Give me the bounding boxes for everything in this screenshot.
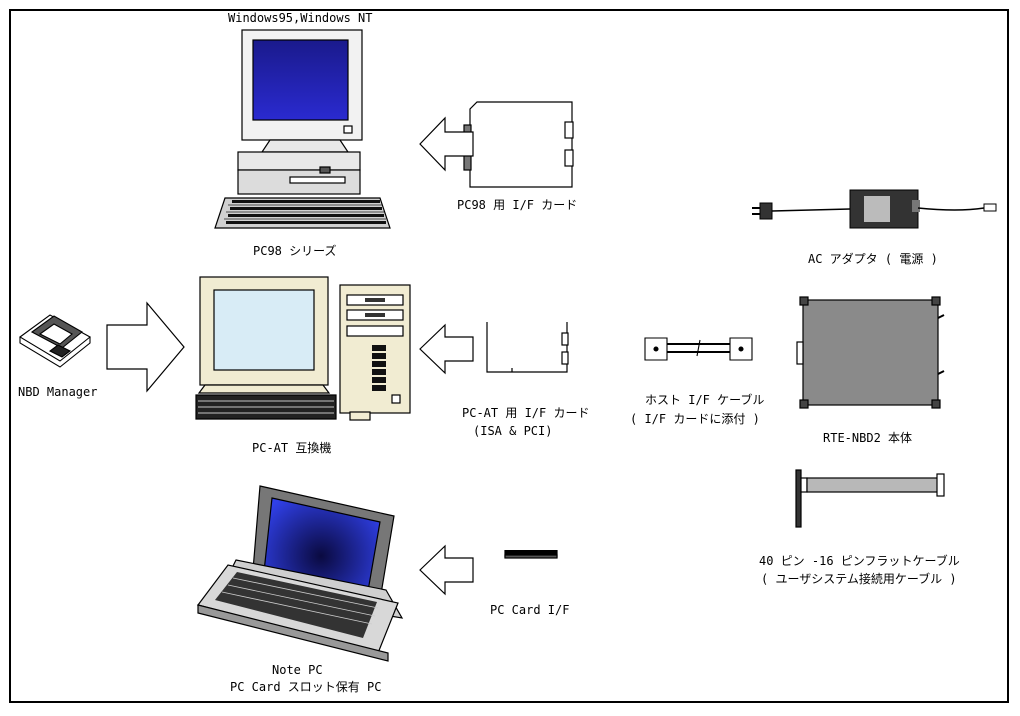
pcat-if-card-icon [486,322,569,373]
arrow-icon [419,323,474,375]
pc98-if-card-icon [463,101,574,188]
flat-cable-label-2: ( ユーザシステム接続用ケーブル ) [761,572,957,586]
os-label: Windows95,Windows NT [228,11,373,25]
arrow-icon [419,544,474,596]
nbd-manager-label: NBD Manager [18,385,98,399]
ac-adapter-label: AC アダプタ ( 電源 ) [808,252,938,266]
rte-label: RTE-NBD2 本体 [823,431,913,445]
nbd-manager-disk-icon [19,314,91,368]
pcat-computer-icon [195,276,411,421]
pc98-computer-icon [214,29,391,229]
pc98-label: PC98 シリーズ [253,244,337,258]
host-cable-label-1: ホスト I/F ケーブル [645,393,765,407]
pccard-label: PC Card I/F [490,603,570,617]
large-arrow-icon [106,301,185,393]
pcat-card-label-1: PC-AT 用 I/F カード [462,406,590,420]
flat-cable-label-1: 40 ピン -16 ピンフラットケーブル [759,554,960,568]
note-pc-label-1: Note PC [272,663,323,677]
note-pc-icon [196,485,404,662]
host-cable-label-2: ( I/F カードに添付 ) [630,412,760,426]
ac-adapter-icon [752,189,997,229]
arrow-icon [419,116,474,172]
note-pc-label-2: PC Card スロット保有 PC [230,680,382,694]
pcat-card-label-2: (ISA & PCI) [473,424,553,438]
flat-cable-icon [795,469,945,528]
pc-card-icon [504,550,558,559]
diagram-frame [9,9,1009,703]
pcat-label: PC-AT 互換機 [252,441,332,455]
rte-nbd2-unit-icon [796,296,945,409]
host-if-cable-icon [644,337,753,361]
pc98-card-label: PC98 用 I/F カード [457,198,578,212]
